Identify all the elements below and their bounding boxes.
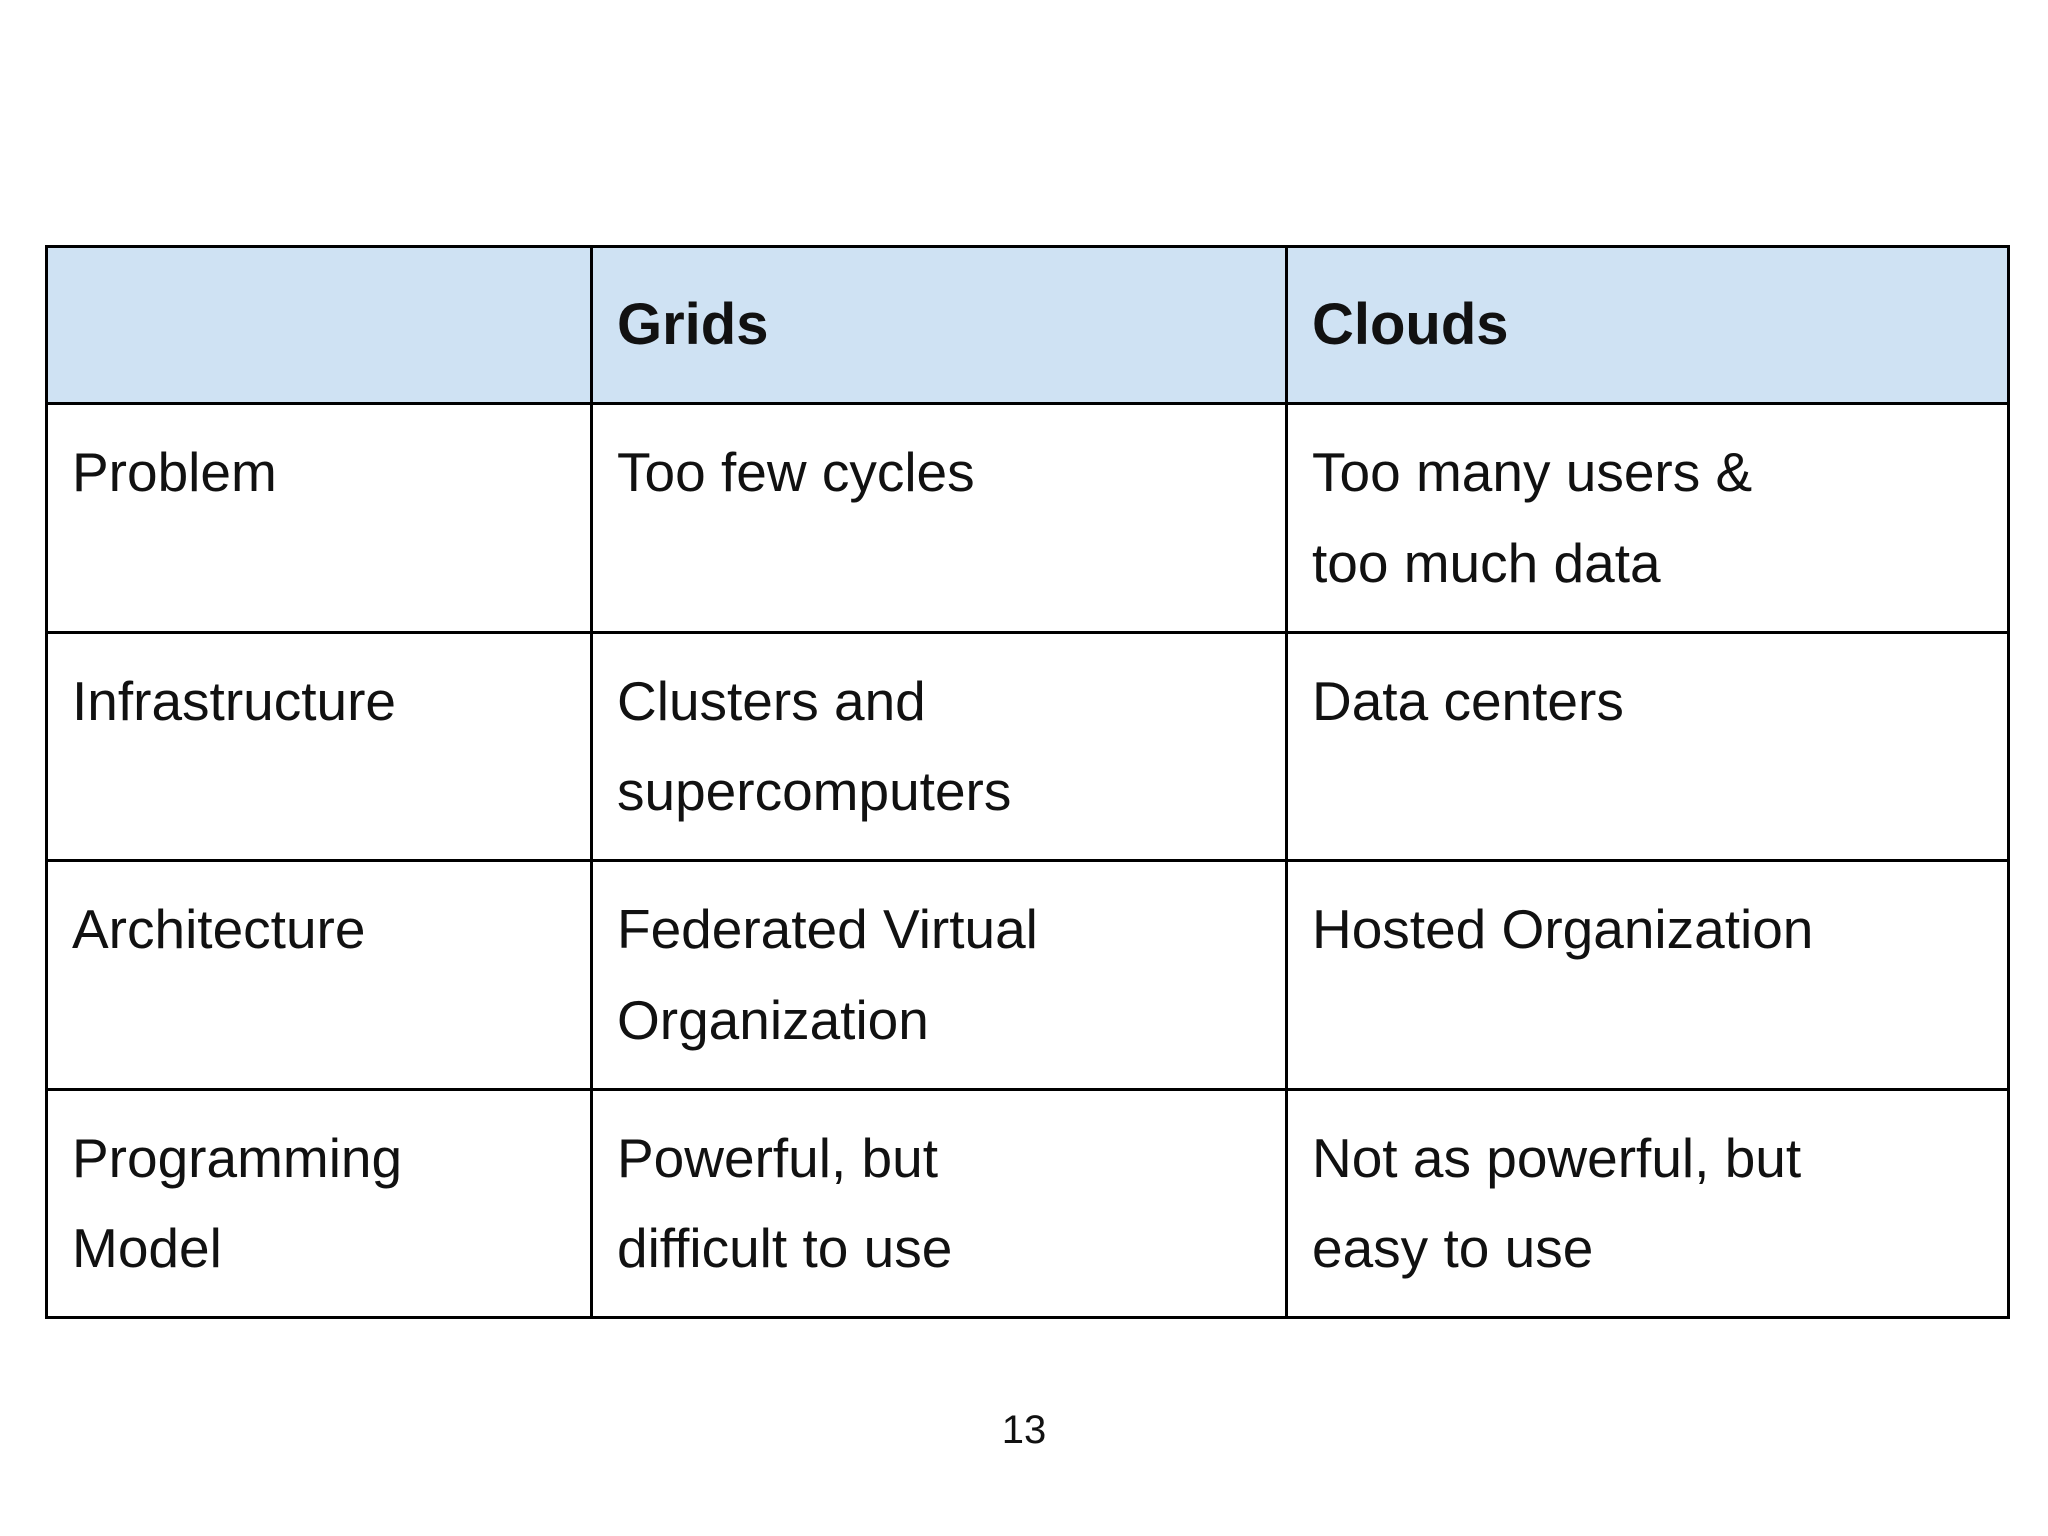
row-label-infrastructure: Infrastructure: [45, 630, 593, 862]
row-label-problem: Problem: [45, 402, 593, 634]
cell-problem-clouds: Too many users & too much data: [1285, 402, 2010, 634]
header-cell-clouds: Clouds: [1285, 245, 2010, 405]
row-label-programming-model: Programming Model: [45, 1087, 593, 1319]
grids-vs-clouds-table: Grids Clouds Problem Too few cycles Too …: [45, 245, 2010, 1319]
page-number: 13: [1001, 1408, 1047, 1452]
cell-programming-model-grids: Powerful, but difficult to use: [590, 1087, 1288, 1319]
cell-infrastructure-clouds: Data centers: [1285, 630, 2010, 862]
cell-programming-model-clouds: Not as powerful, but easy to use: [1285, 1087, 2010, 1319]
header-cell-blank: [45, 245, 593, 405]
row-label-architecture: Architecture: [45, 859, 593, 1091]
cell-infrastructure-grids: Clusters and supercomputers: [590, 630, 1288, 862]
cell-problem-grids: Too few cycles: [590, 402, 1288, 634]
table-row-programming-model: Programming Model Powerful, but difficul…: [45, 1087, 2010, 1319]
header-cell-grids: Grids: [590, 245, 1288, 405]
table-header-row: Grids Clouds: [45, 245, 2010, 405]
cell-architecture-grids: Federated Virtual Organization: [590, 859, 1288, 1091]
table-row-infrastructure: Infrastructure Clusters and supercompute…: [45, 630, 2010, 862]
table-row-architecture: Architecture Federated Virtual Organizat…: [45, 859, 2010, 1091]
table-row-problem: Problem Too few cycles Too many users & …: [45, 402, 2010, 634]
cell-architecture-clouds: Hosted Organization: [1285, 859, 2010, 1091]
